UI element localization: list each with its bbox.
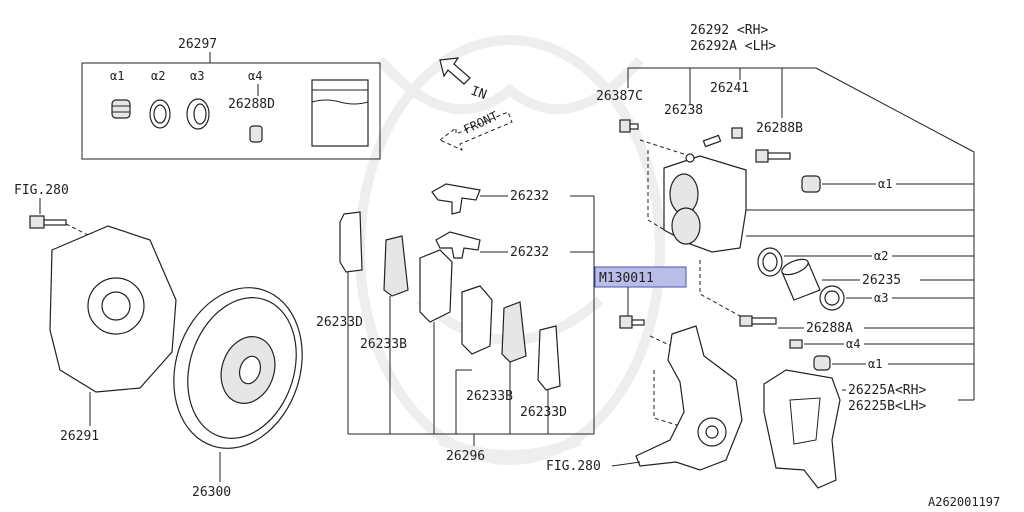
callout-a2-right[interactable]: α2 [874, 249, 888, 263]
diagram-id: A262001197 [928, 495, 1000, 509]
callout-fig280-top[interactable]: FIG.280 [14, 183, 69, 198]
callout-26300[interactable]: 26300 [192, 485, 231, 500]
callout-26291[interactable]: 26291 [60, 429, 99, 444]
in-arrow-group: IN [439, 57, 489, 103]
shim-26233D-right-part [537, 325, 561, 391]
dust-shield-26291-group: FIG.280 26291 [14, 183, 177, 444]
callout-26225B-lh[interactable]: 26225B<LH> [848, 399, 926, 414]
boot-a1-upper-part [801, 175, 821, 193]
highlight-callout-group[interactable]: M130011 [594, 266, 687, 316]
bolt-knuckle-part [619, 315, 645, 329]
bushing-a4-part [789, 339, 803, 349]
rotor-26300-group: 26300 [173, 287, 303, 500]
cap-26241-part [731, 127, 743, 139]
guide-pin-26288B-part [755, 149, 791, 163]
callout-26232-upper[interactable]: 26232 [510, 189, 549, 204]
callout-26233D-left[interactable]: 26233D [316, 315, 363, 330]
callout-a1-upper[interactable]: α1 [878, 177, 892, 191]
pad-inner-part [419, 249, 453, 323]
in-arrow-icon [439, 57, 471, 85]
boot-a1-lower-part [813, 355, 831, 371]
callout-a3-right[interactable]: α3 [874, 291, 888, 305]
bleeder-cap-26238-part [702, 134, 722, 148]
seal-ring-a2-part [149, 99, 171, 129]
callout-a4-right[interactable]: α4 [846, 337, 860, 351]
callout-kit-a4[interactable]: α4 [248, 69, 262, 83]
callout-26233D-right[interactable]: 26233D [520, 405, 567, 420]
callout-26387C[interactable]: 26387C [596, 89, 643, 104]
bushing-26288D-part [249, 125, 263, 143]
grease-packet-part [311, 79, 369, 147]
pad-kit-26296-group: 26232 26232 26233D 26233B 26233B 26233D … [316, 183, 595, 464]
callout-26292A-lh[interactable]: 26292A <LH> [690, 39, 776, 54]
callout-26288D[interactable]: 26288D [228, 97, 275, 112]
caliper-bracket-part [763, 369, 841, 489]
callout-26292-rh[interactable]: 26292 <RH> [690, 23, 768, 38]
steering-knuckle-part [635, 325, 743, 471]
bolt-part [29, 215, 67, 229]
guide-pin-26288A-part [739, 315, 777, 327]
callout-a1-lower[interactable]: α1 [868, 357, 882, 371]
callout-26233B-right[interactable]: 26233B [466, 389, 513, 404]
callout-kit-a2[interactable]: α2 [151, 69, 165, 83]
shim-26233B-right-part [501, 301, 527, 363]
highlight-label[interactable]: M130011 [599, 271, 654, 286]
callout-fig280-bottom[interactable]: FIG.280 [546, 459, 601, 474]
pad-clip-upper-part [431, 183, 481, 215]
callout-26288B[interactable]: 26288B [756, 121, 803, 136]
callout-26238[interactable]: 26238 [664, 103, 703, 118]
callout-26288A[interactable]: 26288A [806, 321, 853, 336]
callout-kit-a1[interactable]: α1 [110, 69, 124, 83]
callout-kit-a3[interactable]: α3 [190, 69, 204, 83]
highlight-box[interactable] [594, 266, 687, 288]
kit-box [81, 62, 381, 160]
callout-26241[interactable]: 26241 [710, 81, 749, 96]
caliper-assembly-group: 26292 <RH> 26292A <LH> 26387C 26238 2624… [546, 23, 975, 489]
callout-26233B-left[interactable]: 26233B [360, 337, 407, 352]
boot-a1-part [111, 99, 131, 119]
seal-ring-a3-part [186, 98, 210, 130]
front-arrow-icon [439, 111, 513, 151]
pad-clip-lower-part [435, 231, 481, 259]
callout-26297[interactable]: 26297 [178, 37, 217, 52]
callout-26235[interactable]: 26235 [862, 273, 901, 288]
shim-26233B-left-part [383, 235, 409, 297]
pad-outer-part [461, 285, 493, 355]
bleeder-screw-part [619, 119, 639, 133]
kit-26297-group: 26297 α1 α2 α3 α4 26288D [81, 37, 381, 160]
in-label: IN [469, 84, 489, 103]
front-arrow-group: FRONT [439, 109, 513, 151]
callout-26232-lower[interactable]: 26232 [510, 245, 549, 260]
piston-26235-part [781, 258, 821, 301]
callout-26296[interactable]: 26296 [446, 449, 485, 464]
callout-26225A-rh[interactable]: 26225A<RH> [848, 383, 926, 398]
shim-26233D-left-part [339, 211, 363, 273]
